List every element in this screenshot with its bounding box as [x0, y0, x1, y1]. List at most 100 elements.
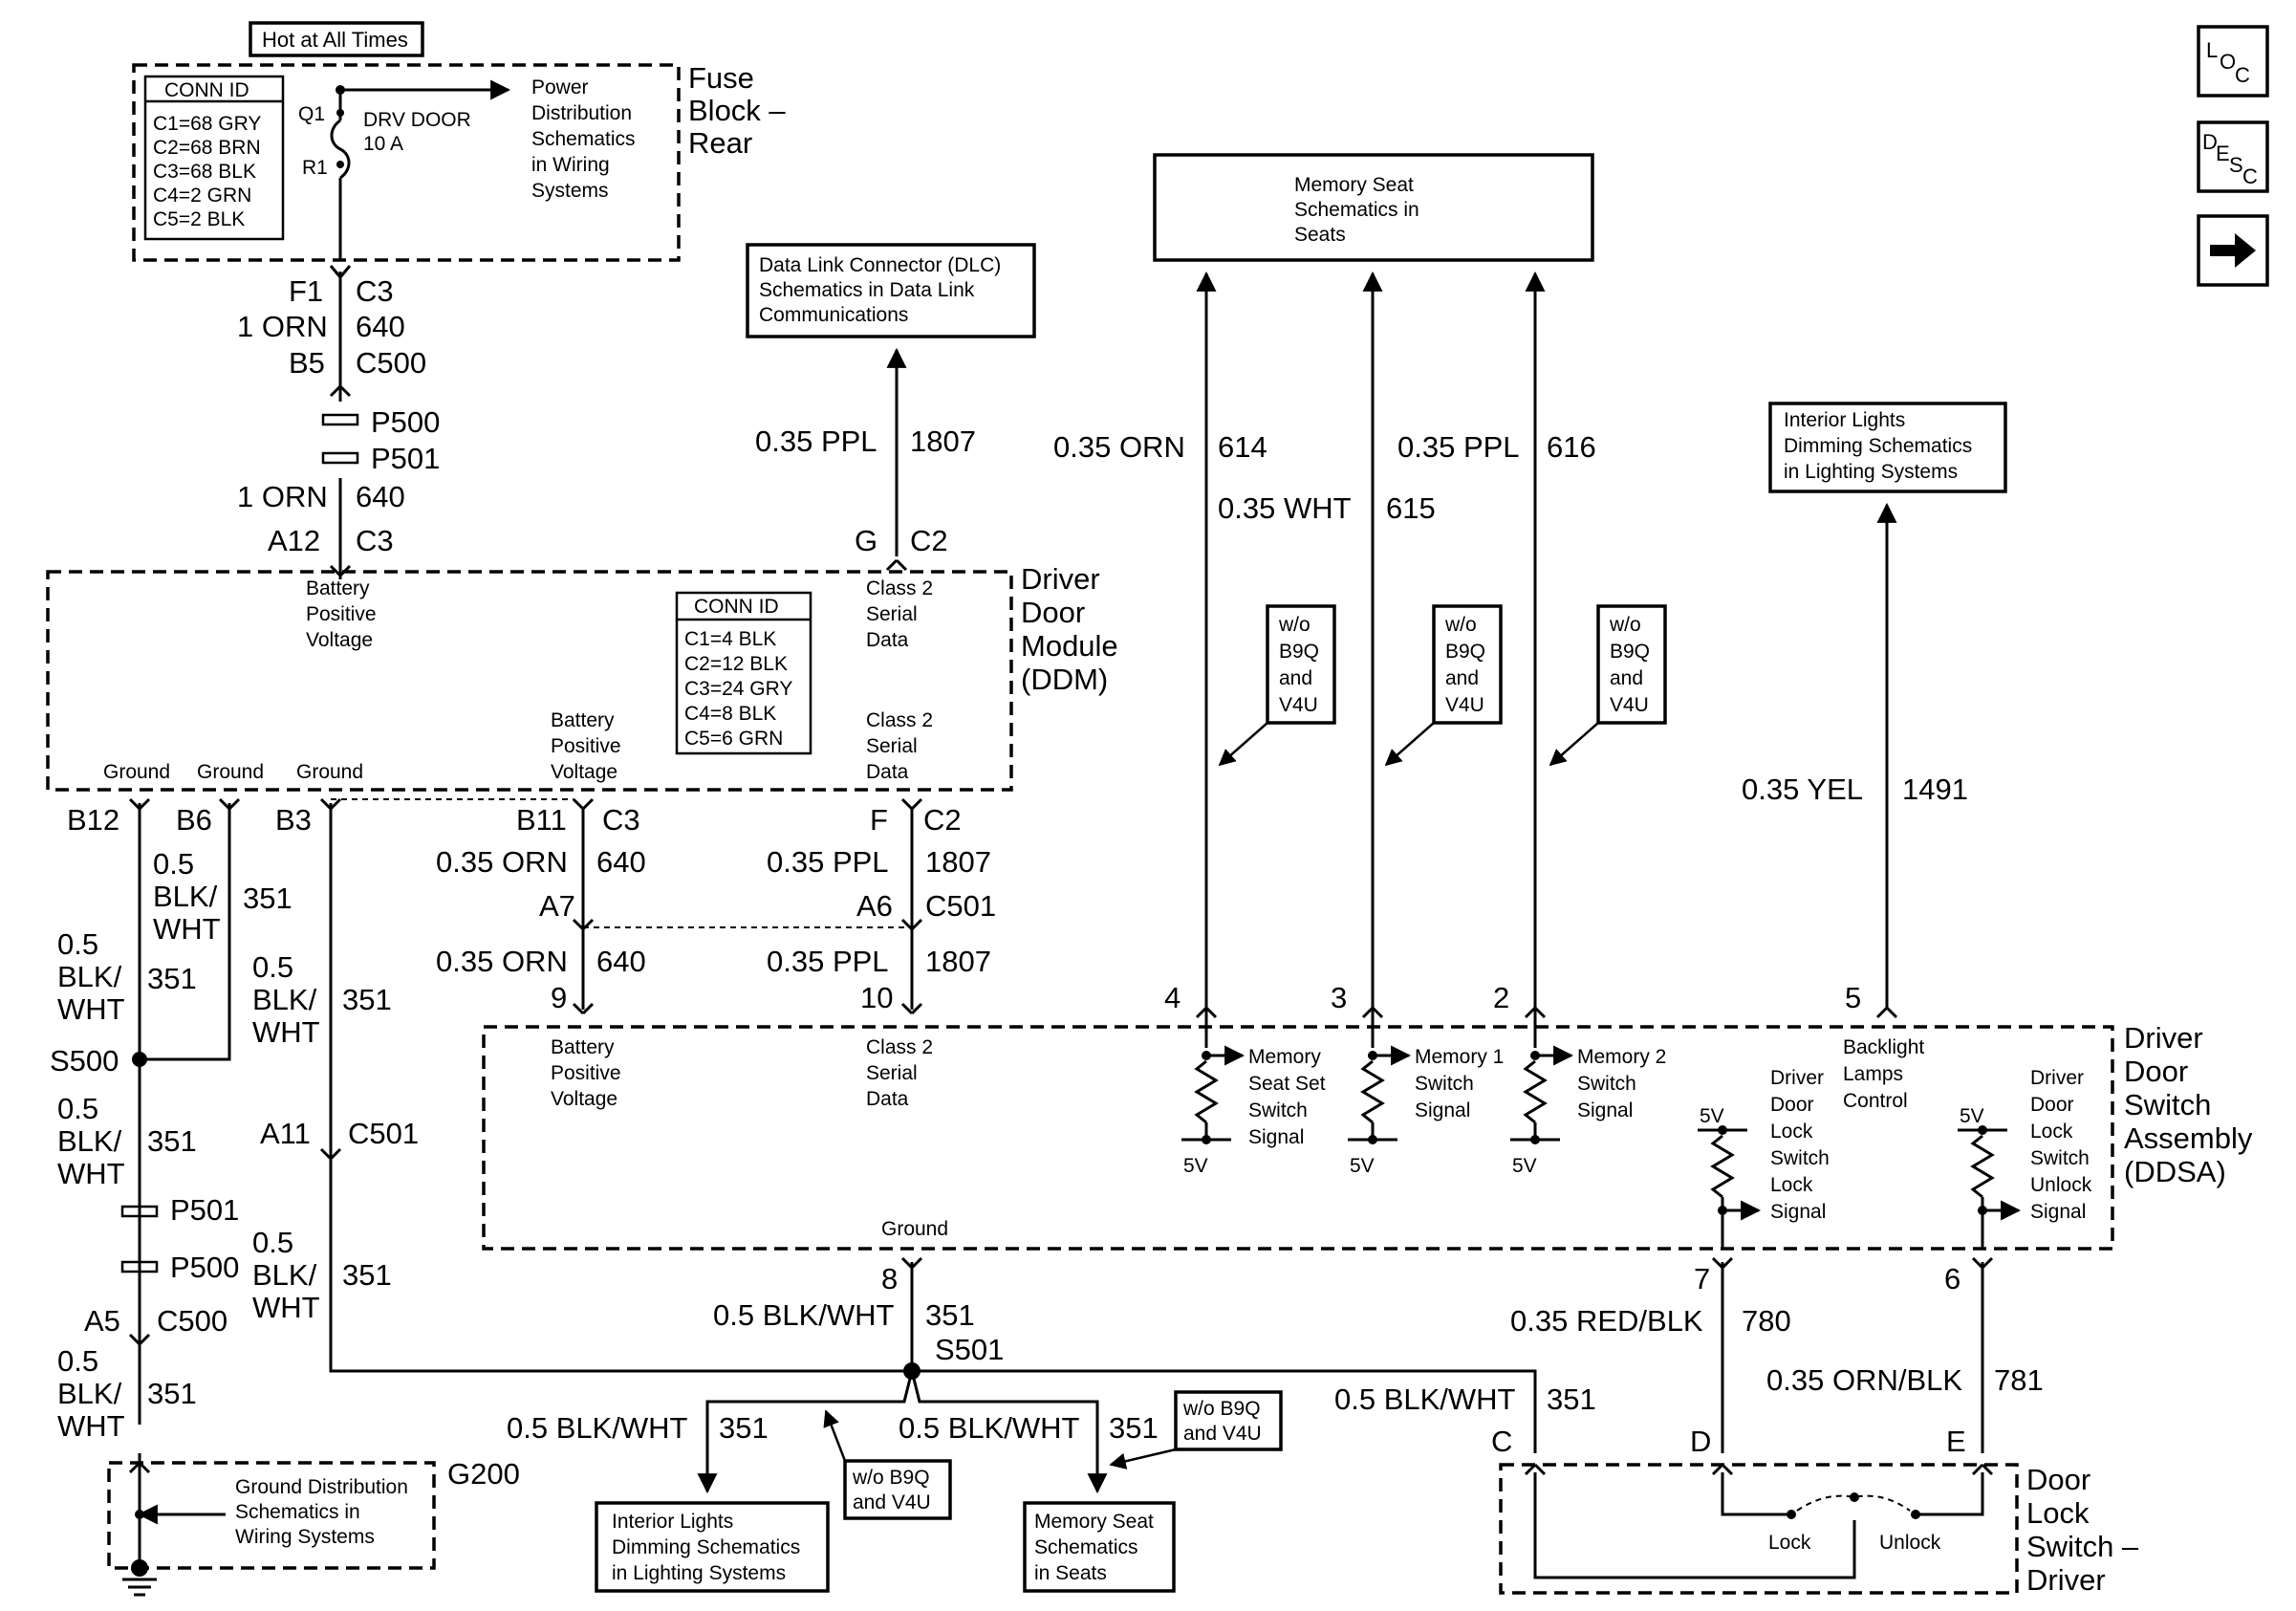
- ddm-title: Driver Door Module (DDM): [1021, 562, 1118, 696]
- a12-pin: A12: [268, 524, 320, 557]
- svg-text:and: and: [1279, 667, 1312, 689]
- desc-button[interactable]: D E S C: [2197, 120, 2269, 193]
- c501-conn: C501: [925, 889, 996, 923]
- backlight-label: Backlight Lamps Control: [1843, 1036, 1924, 1112]
- svg-text:(DDSA): (DDSA): [2124, 1155, 2226, 1188]
- svg-text:S: S: [2229, 153, 2243, 177]
- svg-text:Signal: Signal: [1770, 1201, 1826, 1223]
- memory-set-label: Memory Seat Set Switch Signal: [1248, 1046, 1326, 1148]
- lock-switch-resistor: 5V: [1698, 1105, 1762, 1249]
- ddsa-ground: Ground: [881, 1218, 948, 1240]
- svg-text:Serial: Serial: [866, 735, 918, 757]
- ddm-ground-1: Ground: [103, 761, 170, 783]
- svg-text:Data: Data: [866, 629, 909, 651]
- memory-1-resistor: 5V: [1348, 1006, 1412, 1177]
- a6-pin: A6: [856, 889, 893, 923]
- svg-text:in Wiring: in Wiring: [531, 154, 610, 176]
- svg-text:C2=12 BLK: C2=12 BLK: [684, 653, 788, 675]
- option-note-lower-b: w/o B9Q and V4U: [1109, 1390, 1283, 1469]
- ddm-ground-2: Ground: [197, 761, 264, 783]
- svg-text:Power: Power: [531, 76, 589, 98]
- svg-text:351: 351: [243, 882, 292, 915]
- svg-text:351: 351: [342, 983, 392, 1016]
- ground-distribution-ref[interactable]: Ground Distribution Schematics in Wiring…: [235, 1476, 408, 1548]
- svg-text:WHT: WHT: [252, 1015, 320, 1049]
- svg-text:Switch: Switch: [1415, 1073, 1474, 1095]
- svg-text:Lamps: Lamps: [1843, 1063, 1903, 1085]
- next-page-button[interactable]: [2197, 214, 2269, 287]
- svg-text:Data: Data: [866, 761, 909, 783]
- dlc-wire-1807: 0.35 PPL 1807 G C2: [755, 347, 976, 572]
- svg-text:Backlight: Backlight: [1843, 1036, 1924, 1058]
- svg-text:Schematics in: Schematics in: [235, 1501, 360, 1523]
- svg-text:Driver: Driver: [2026, 1563, 2106, 1597]
- wire-640b-circuit: 640: [596, 945, 646, 978]
- dlc-reference[interactable]: Data Link Connector (DLC) Schematics in …: [746, 243, 1036, 338]
- svg-text:Communications: Communications: [759, 304, 908, 326]
- dlc-wire-gauge: 0.35 PPL: [755, 425, 877, 458]
- svg-text:Class 2: Class 2: [866, 577, 933, 599]
- svg-text:BLK/: BLK/: [252, 1258, 317, 1292]
- memory-seat-wires: 0.35 ORN 614 0.35 WHT 615 0.35 PPL 616: [1053, 271, 1596, 1010]
- lock-signal-label: Driver Door Lock Switch Lock Signal: [1770, 1067, 1830, 1223]
- svg-text:Data: Data: [866, 1088, 909, 1110]
- power-distribution-ref[interactable]: Power Distribution Schematics in Wiring …: [531, 76, 636, 202]
- interior-lights-reference-top[interactable]: Interior Lights Dimming Schematics in Li…: [1768, 402, 2007, 493]
- ddm-bpv-bottom: Battery Positive Voltage: [551, 709, 621, 783]
- svg-text:BLK/: BLK/: [153, 880, 218, 913]
- svg-text:and V4U: and V4U: [853, 1491, 931, 1513]
- memory-seat-reference-top[interactable]: Memory Seat Schematics in Seats: [1153, 153, 1594, 262]
- c500-left: C500: [157, 1304, 227, 1338]
- a5-pin: A5: [84, 1304, 120, 1338]
- svg-text:B9Q: B9Q: [1610, 641, 1650, 663]
- svg-text:WHT: WHT: [153, 912, 221, 946]
- svg-text:BLK/: BLK/: [57, 960, 122, 993]
- svg-text:0.5: 0.5: [252, 950, 293, 984]
- svg-text:E: E: [2216, 142, 2230, 165]
- circuit-640-b: 640: [356, 480, 405, 513]
- svg-text:Seat Set: Seat Set: [1248, 1073, 1326, 1095]
- svg-text:0.5: 0.5: [57, 1344, 98, 1378]
- option-note-2: w/o B9Q and V4U: [1384, 604, 1503, 767]
- svg-text:Schematics: Schematics: [531, 128, 636, 150]
- ddsa-bpv: Battery Positive Voltage: [551, 1036, 621, 1110]
- loc-button[interactable]: L O C: [2197, 25, 2269, 98]
- ddm-class2-bottom: Class 2 Serial Data: [866, 709, 933, 783]
- memory-seat-reference-bottom[interactable]: Memory Seat Schematics in Seats: [1023, 1501, 1176, 1593]
- option-note-1: w/o B9Q and V4U: [1218, 604, 1336, 767]
- left-branch-gauge: 0.5 BLK/WHT: [507, 1411, 688, 1445]
- fuse-block-title: Fuse Block – Rear: [688, 61, 786, 160]
- b11-pin: B11: [516, 803, 567, 837]
- svg-text:Driver: Driver: [2030, 1067, 2084, 1089]
- ddm-output-wires: B12 B6 B3 B11 C3 F C2 0.35 ORN 640 A7 0.…: [57, 797, 1537, 1453]
- svg-text:5V: 5V: [1183, 1155, 1208, 1177]
- mid-branch-gauge: 0.5 BLK/WHT: [899, 1411, 1080, 1445]
- lock-position: Lock: [1768, 1532, 1811, 1554]
- memory-1-label: Memory 1 Switch Signal: [1415, 1046, 1504, 1121]
- ddm-bpv-top: Battery Positive Voltage: [306, 577, 377, 651]
- wire-616-circuit: 616: [1547, 430, 1596, 464]
- pin8-wire-circuit: 351: [925, 1298, 975, 1332]
- c3-connector-b: C3: [356, 524, 394, 557]
- svg-text:Voltage: Voltage: [306, 629, 373, 651]
- svg-text:Control: Control: [1843, 1090, 1908, 1112]
- svg-text:Dimming Schematics: Dimming Schematics: [1784, 435, 1972, 457]
- svg-text:0.5: 0.5: [57, 927, 98, 961]
- fuse-rating: 10 A: [363, 133, 403, 155]
- svg-text:WHT: WHT: [57, 992, 125, 1026]
- svg-text:C5=2 BLK: C5=2 BLK: [153, 208, 245, 230]
- wire-640-gauge: 0.35 ORN: [436, 845, 568, 879]
- interior-lights-reference-bottom[interactable]: Interior Lights Dimming Schematics in Li…: [595, 1501, 830, 1593]
- b5-pin: B5: [289, 346, 325, 380]
- wire-gauge-1-orn: 1 ORN: [237, 310, 328, 343]
- svg-text:Switch –: Switch –: [2026, 1530, 2139, 1563]
- svg-text:Class 2: Class 2: [866, 709, 933, 731]
- option-note-3: w/o B9Q and V4U: [1549, 604, 1667, 767]
- c3-conn-ddm: C3: [602, 803, 640, 837]
- ddm-class2-top: Class 2 Serial Data: [866, 577, 933, 651]
- memory-set-resistor: 5V: [1181, 1006, 1245, 1177]
- s501-splice: S501: [935, 1333, 1004, 1366]
- svg-text:(DDM): (DDM): [1021, 663, 1108, 696]
- svg-text:351: 351: [147, 1377, 197, 1410]
- svg-text:w/o: w/o: [1609, 614, 1641, 636]
